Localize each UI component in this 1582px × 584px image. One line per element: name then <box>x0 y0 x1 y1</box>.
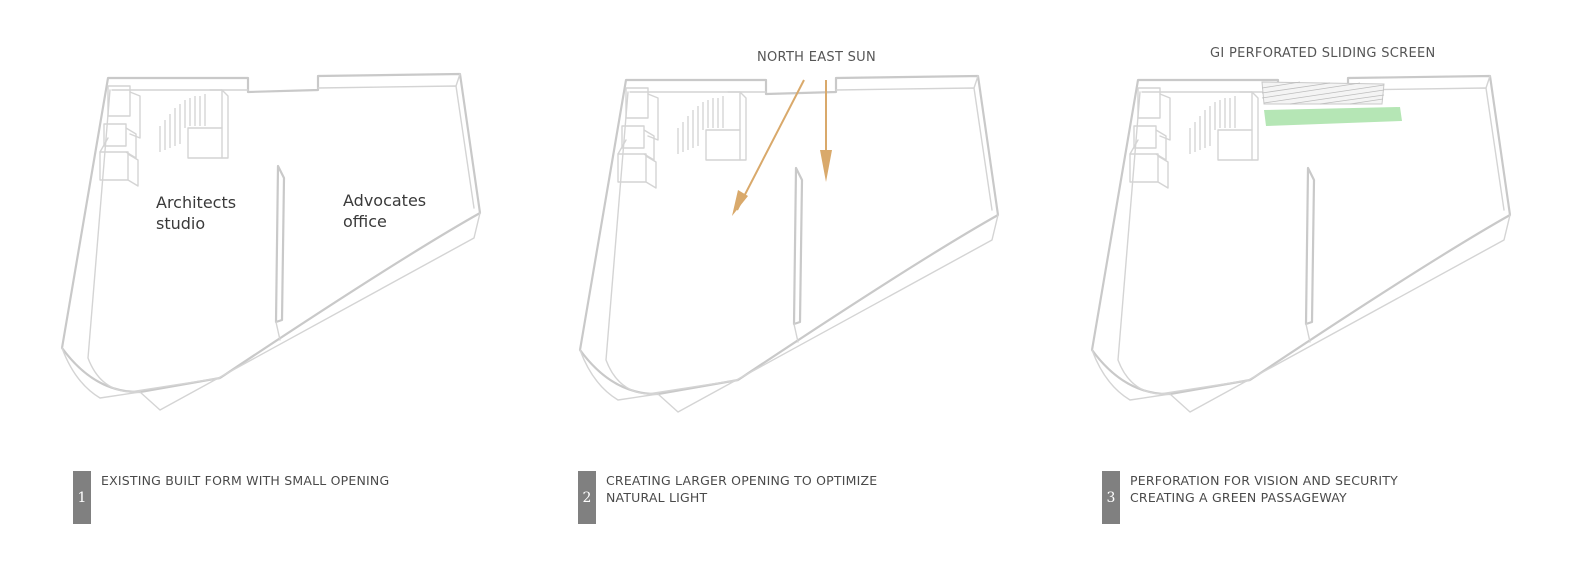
step-3-line-2: CREATING A GREEN PASSAGEWAY <box>1130 490 1347 505</box>
step-3-text: PERFORATION FOR VISION AND SECURITY CREA… <box>1130 472 1398 506</box>
panel-3-top-label: GI PERFORATED SLIDING SCREEN <box>1210 46 1436 61</box>
step-2-badge: 2 <box>578 471 596 524</box>
room-label-architects-line1: Architects <box>156 193 236 212</box>
step-2-line-1: CREATING LARGER OPENING TO OPTIMIZE <box>606 473 878 488</box>
panel-3-floorplan <box>1090 74 1512 414</box>
room-label-advocates-line2: office <box>343 212 387 231</box>
room-label-advocates-line1: Advocates <box>343 191 426 210</box>
step-3-badge: 3 <box>1102 471 1120 524</box>
panel-1-floorplan <box>60 72 482 412</box>
room-label-architects-line2: studio <box>156 214 205 233</box>
step-1: 1 EXISTING BUILT FORM WITH SMALL OPENING <box>73 471 389 524</box>
step-2-text: CREATING LARGER OPENING TO OPTIMIZE NATU… <box>606 472 877 506</box>
step-1-badge: 1 <box>73 471 91 524</box>
perforated-screen-hatch <box>1261 81 1385 105</box>
step-1-text: EXISTING BUILT FORM WITH SMALL OPENING <box>101 472 389 489</box>
step-1-line-1: EXISTING BUILT FORM WITH SMALL OPENING <box>101 473 390 488</box>
panel-2-floorplan <box>578 74 1000 414</box>
panel-2-top-label: NORTH EAST SUN <box>757 50 876 65</box>
step-3-line-1: PERFORATION FOR VISION AND SECURITY <box>1130 473 1398 488</box>
sun-arrow-diagonal <box>732 79 805 216</box>
step-2: 2 CREATING LARGER OPENING TO OPTIMIZE NA… <box>578 471 877 524</box>
sun-arrow-vertical <box>820 80 832 182</box>
step-2-line-2: NATURAL LIGHT <box>606 490 708 505</box>
green-passageway-strip <box>1264 107 1402 126</box>
step-3: 3 PERFORATION FOR VISION AND SECURITY CR… <box>1102 471 1398 524</box>
